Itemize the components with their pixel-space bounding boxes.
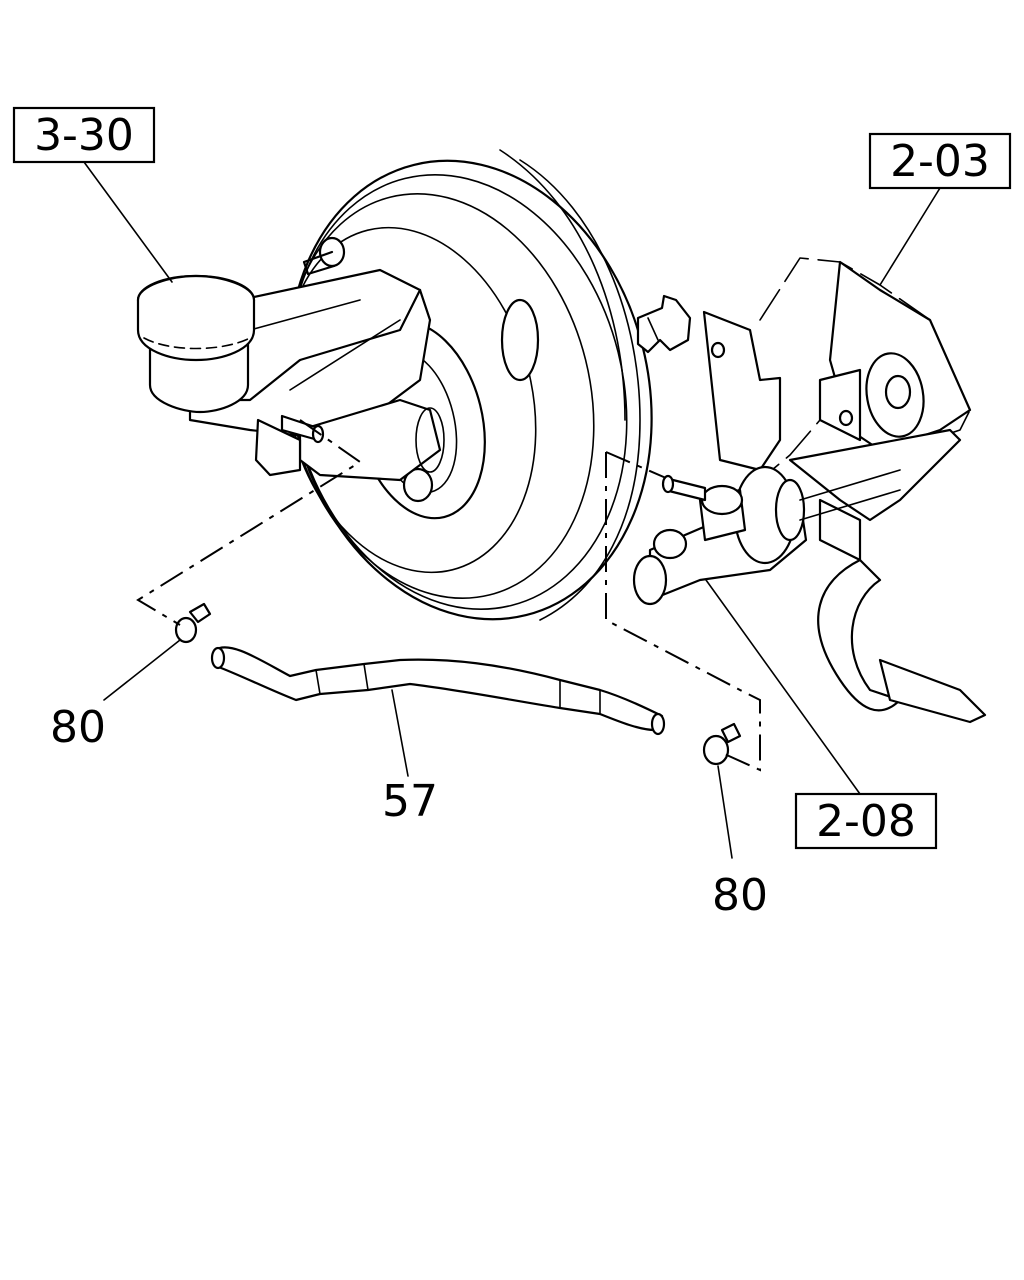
part-number-80-left: 80 [50, 702, 106, 753]
part-number-57: 57 [382, 776, 438, 827]
master-cylinder [136, 268, 445, 482]
callout-3-30[interactable]: 3-30 [12, 106, 156, 164]
assembly-phantom-lines [136, 419, 761, 772]
hose [210, 646, 666, 736]
callout-2-03-label: 2-03 [890, 136, 990, 187]
clutch-master-cylinder [632, 465, 901, 606]
callout-2-03[interactable]: 2-03 [868, 132, 1012, 190]
callout-2-08-label: 2-08 [816, 796, 916, 847]
clamp-right [702, 722, 742, 766]
callout-3-30-label: 3-30 [34, 110, 134, 161]
leader-lines [83, 161, 941, 859]
clamp-left [174, 602, 212, 644]
pedal-bracket [702, 257, 987, 724]
callout-2-08[interactable]: 2-08 [794, 792, 938, 850]
part-number-80-right: 80 [712, 870, 768, 921]
